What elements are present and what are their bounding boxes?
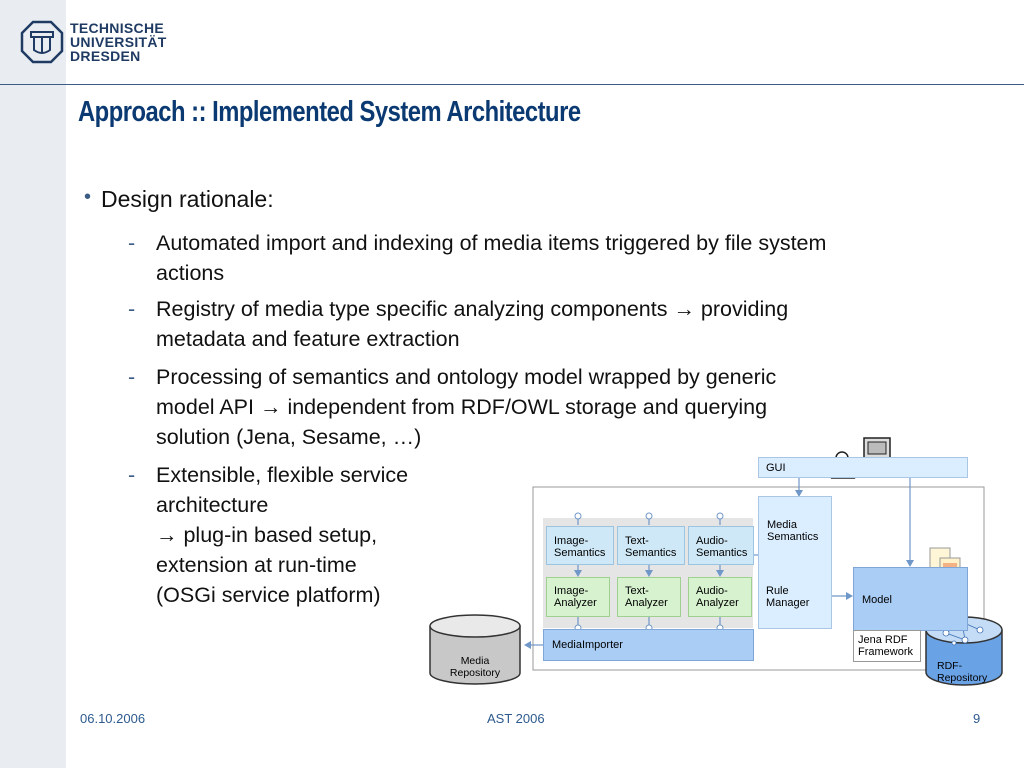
bullet-content: • Design rationale: - Automated import a… (84, 186, 984, 607)
image-analyzer-box: Image- Analyzer (546, 577, 610, 617)
rdf-repository-label: RDF- Repository (937, 660, 988, 684)
image-semantics-box: Image- Semantics (546, 526, 614, 565)
documents-icon (929, 547, 961, 583)
audio-analyzer-box: Audio- Analyzer (688, 577, 752, 617)
bullet-design-rationale: • Design rationale: (84, 186, 274, 212)
script-icon (597, 528, 818, 587)
sub-bullet-3: - Processing of semantics and ontology m… (128, 365, 777, 449)
media-importer-box: MediaImporter (543, 629, 754, 661)
left-sidebar-band (0, 0, 66, 768)
footer-date: 06.10.2006 (80, 711, 146, 726)
text-analyzer-box: Text- Analyzer (617, 577, 681, 617)
slide-title: Approach :: Implemented System Architect… (78, 96, 581, 128)
header-divider (0, 84, 1024, 85)
sub-bullet-1: - Automated import and indexing of media… (128, 231, 827, 285)
sub-bullet-4: - Extensible, flexible service architect… (128, 463, 409, 607)
jena-framework-box: Jena RDF Framework (853, 630, 921, 662)
text-semantics-box: Text- Semantics (617, 526, 685, 565)
media-semantics-box: Media Semantics Rule Manager (758, 496, 832, 629)
tu-dresden-logo-icon (20, 20, 64, 64)
gui-box: GUI (758, 457, 968, 478)
model-box: Model (853, 567, 968, 631)
footer-event: AST 2006 (487, 711, 545, 726)
sub-bullet-2: - Registry of media type specific analyz… (128, 297, 789, 351)
audio-semantics-box: Audio- Semantics (688, 526, 754, 565)
university-name: TECHNISCHE UNIVERSITÄT DRESDEN (70, 20, 167, 64)
footer-page-number: 9 (973, 711, 981, 726)
bullet-dot-icon: • (84, 186, 92, 208)
media-repository-label: Media Repository (449, 655, 501, 679)
